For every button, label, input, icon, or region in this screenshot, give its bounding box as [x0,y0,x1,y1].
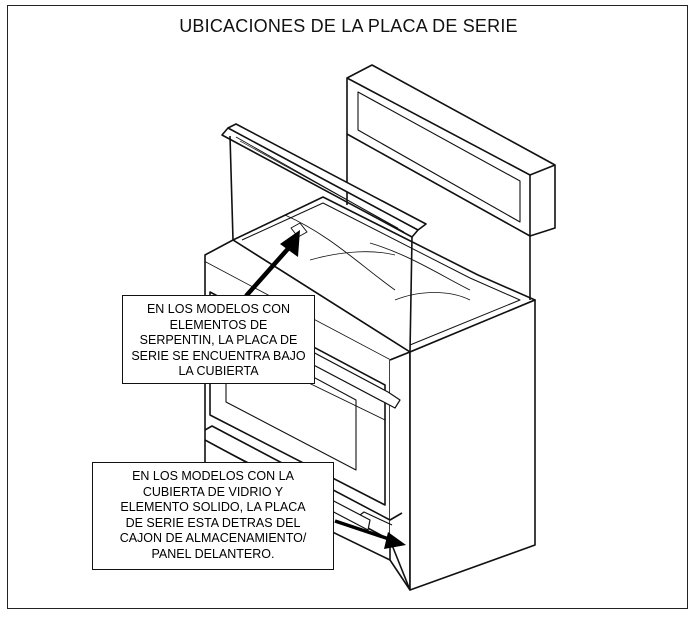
callout-bottom-line: DE SERIE ESTA DETRAS DEL [125,515,301,530]
arrow-top [244,230,300,298]
diagram-frame [7,5,688,609]
callout-bottom-line: PANEL DELANTERO. [151,546,275,561]
callout-top-line: SERIE SE ENCUENTRA BAJO [131,348,306,363]
callout-coil-elements: EN LOS MODELOS CON ELEMENTOS DE SERPENTI… [122,295,315,384]
callout-top-line: EN LOS MODELOS CON [146,302,291,316]
callout-bottom-line: CUBIERTA DE VIDRIO Y [142,484,284,499]
callout-bottom-line: EN LOS MODELOS CON LA [132,469,294,483]
arrow-bottom [334,519,406,549]
raised-cooktop [221,123,427,353]
callout-top-line: LA CUBIERTA [178,364,259,378]
backsplash [346,64,556,300]
callout-top-line: ELEMENTOS DE [169,317,268,332]
callout-glass-cooktop: EN LOS MODELOS CON LA CUBIERTA DE VIDRIO… [92,462,334,570]
diagram-title: UBICACIONES DE LA PLACA DE SERIE [179,16,518,36]
callout-bottom-line: CAJON DE ALMACENAMIENTO/ [119,531,307,545]
callout-top-line: SERPENTIN, LA PLACA DE [139,333,298,347]
callout-bottom-line: ELEMENTO SOLIDO, LA PLACA [120,500,306,514]
